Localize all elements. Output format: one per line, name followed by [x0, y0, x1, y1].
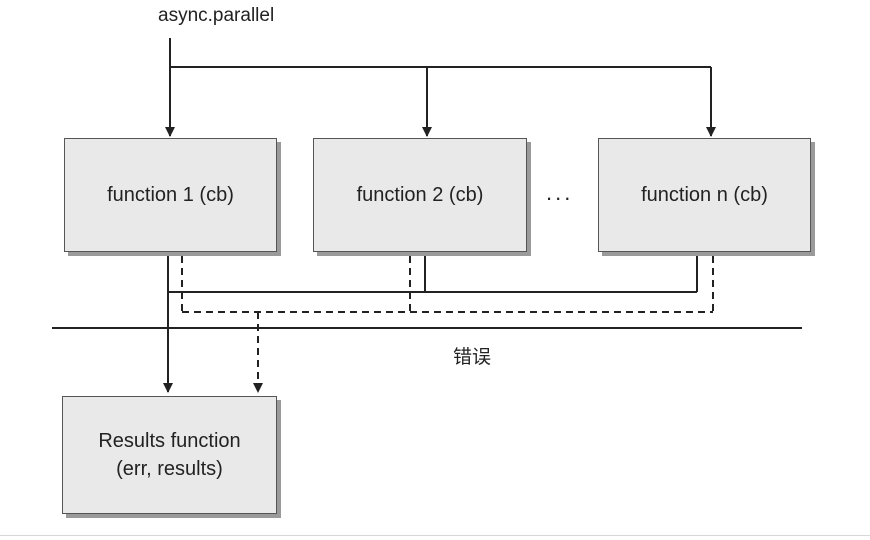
fan-out-lines [165, 38, 716, 137]
error-label: 错误 [453, 347, 492, 368]
function-2-label: function 2 (cb) [356, 183, 484, 206]
error-path-lines [181, 256, 714, 393]
function-1-label: function 1 (cb) [107, 183, 234, 206]
results-path-lines [163, 256, 698, 393]
results-function-name: Results function [98, 430, 241, 452]
function-n-box: function n (cb) [598, 138, 811, 252]
function-n-label: function n (cb) [641, 183, 768, 206]
ellipsis: ... [546, 180, 574, 205]
diagram-title: async.parallel [158, 5, 275, 26]
function-1-box: function 1 (cb) [64, 138, 277, 252]
function-2-box: function 2 (cb) [313, 138, 527, 252]
results-function-args: (err, results) [116, 458, 223, 480]
results-function-box: Results function (err, results) [62, 396, 277, 514]
bottom-divider [0, 535, 870, 536]
